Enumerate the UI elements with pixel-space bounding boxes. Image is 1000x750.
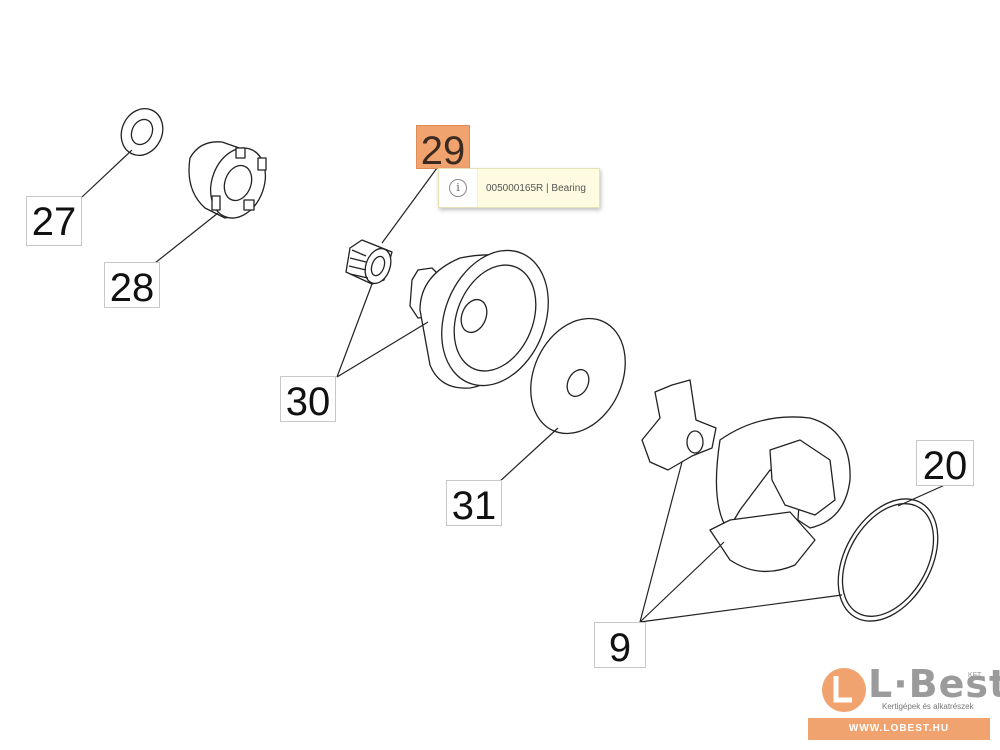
part-29-bearing[interactable] — [345, 239, 395, 287]
part-31-plate[interactable] — [513, 303, 643, 449]
callout-28[interactable]: 28 — [104, 262, 160, 310]
logo-kft-text: KFT. — [968, 672, 983, 679]
callout-27[interactable]: 27 — [26, 196, 82, 246]
info-icon-box: i — [439, 169, 478, 207]
part-30-drum[interactable] — [409, 234, 568, 401]
part-28-hub[interactable] — [188, 140, 275, 225]
logo-tagline: Kertigépek és alkatrészek — [882, 702, 974, 711]
part-20-ring[interactable] — [818, 481, 958, 638]
logo-url[interactable]: WWW.LOBEST.HU — [808, 718, 990, 740]
part-9-shoes[interactable] — [709, 416, 851, 573]
callout-20[interactable]: 20 — [916, 440, 974, 488]
info-icon: i — [449, 179, 467, 197]
callout-30[interactable]: 30 — [280, 376, 336, 424]
brand-logo[interactable]: L·Best KFT. Kertigépek és alkatrészek WW… — [808, 660, 1000, 742]
part-tooltip: i 005000165R | Bearing — [438, 168, 600, 208]
callout-9[interactable]: 9 — [594, 622, 646, 670]
logo-brand-text: L·Best — [868, 662, 1000, 706]
callout-29[interactable]: 29 — [416, 125, 470, 173]
logo-mark-icon — [822, 668, 866, 712]
part-9-spider[interactable] — [641, 379, 717, 471]
leader-lines — [81, 149, 948, 623]
tooltip-text: 005000165R | Bearing — [486, 182, 586, 194]
callout-31[interactable]: 31 — [446, 480, 502, 528]
part-27-washer[interactable] — [114, 102, 171, 162]
